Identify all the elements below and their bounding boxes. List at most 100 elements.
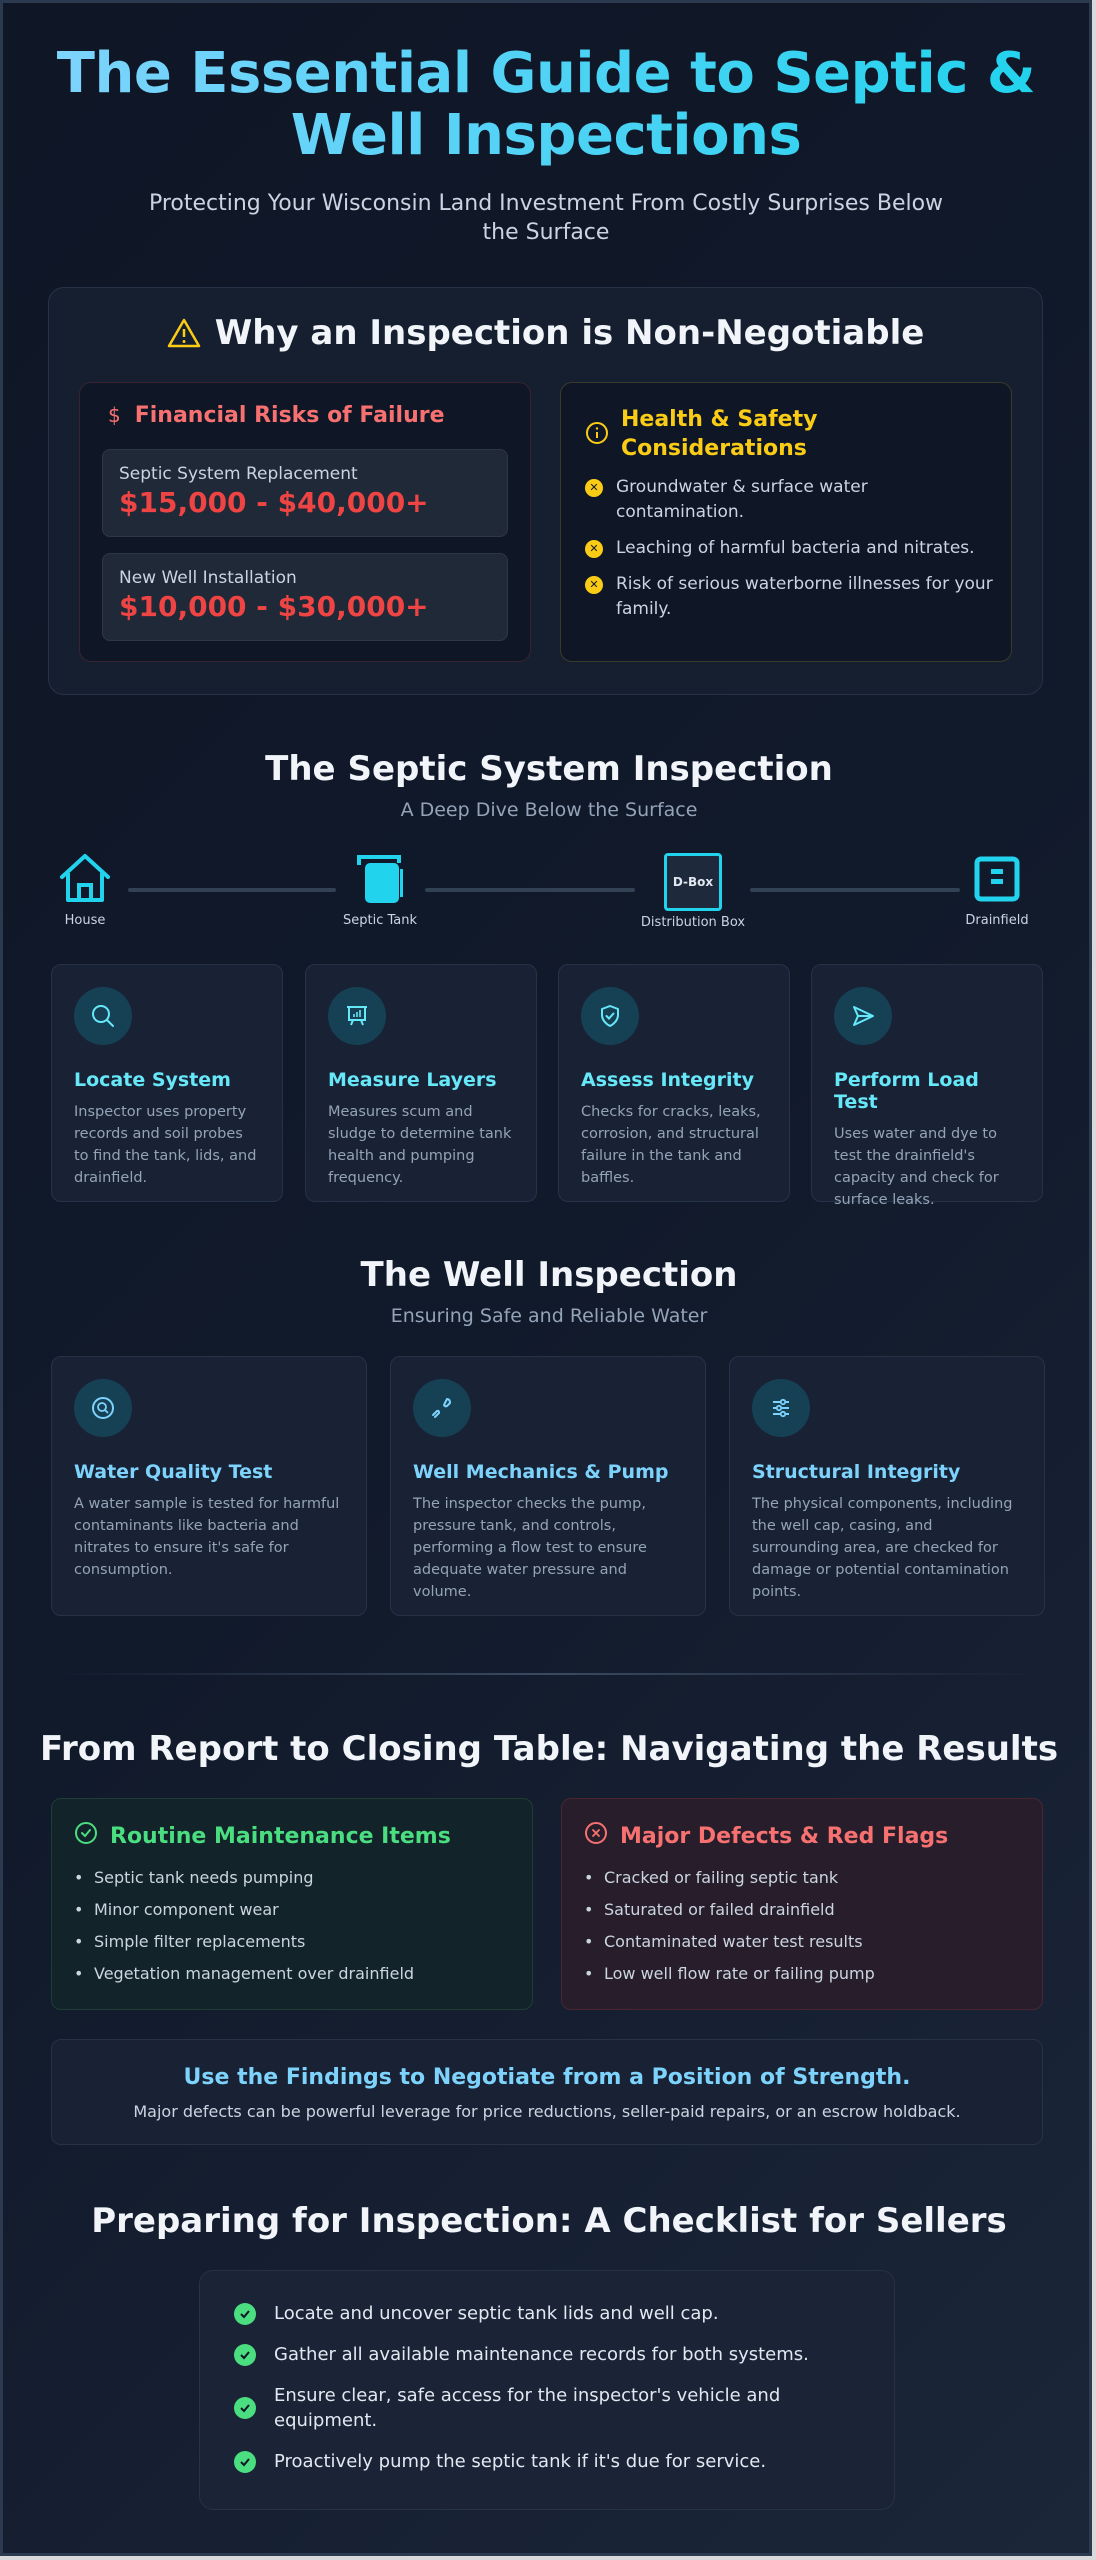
routine-items-list: Septic tank needs pumping Minor componen… xyxy=(74,1867,510,1985)
septic-step-card: Measure Layers Measures scum and sludge … xyxy=(305,964,537,1202)
flow-node-label: Septic Tank xyxy=(342,913,417,928)
step-title: Perform Load Test xyxy=(834,1069,979,1113)
step-description: Uses water and dye to test the drainfiel… xyxy=(834,1126,999,1208)
list-item: Contaminated water test results xyxy=(584,1931,1020,1953)
health-safety-title: Health & Safety Considerations xyxy=(621,407,818,461)
why-title: Why an Inspection is Non-Negotiable xyxy=(214,313,925,353)
distribution-box-icon: D-Box xyxy=(664,853,722,911)
cost-label: Septic System Replacement xyxy=(119,464,358,484)
checklist-item: Ensure clear, safe access for the inspec… xyxy=(234,2383,860,2433)
results-section-title: From Report to Closing Table: Navigating… xyxy=(39,1729,1059,1769)
card-title: Well Mechanics & Pump xyxy=(413,1461,669,1483)
step-title: Locate System xyxy=(74,1069,231,1091)
x-badge-icon: ✕ xyxy=(585,576,603,594)
list-item: Minor component wear xyxy=(74,1899,510,1921)
check-circle-icon xyxy=(74,1821,110,1851)
health-risk-list: ✕Groundwater & surface water contaminati… xyxy=(585,475,995,633)
check-badge-icon xyxy=(234,2397,256,2419)
checklist-item: Gather all available maintenance records… xyxy=(234,2342,860,2367)
page-title: The Essential Guide to Septic & Well Ins… xyxy=(56,41,1036,168)
septic-step-card: Perform Load Test Uses water and dye to … xyxy=(811,964,1043,1208)
health-safety-card: Health & Safety Considerations ✕Groundwa… xyxy=(560,382,1012,662)
card-title: Structural Integrity xyxy=(752,1461,961,1483)
step-description: Checks for cracks, leaks, corrosion, and… xyxy=(581,1104,761,1186)
checklist: Locate and uncover septic tank lids and … xyxy=(234,2301,860,2474)
check-badge-icon xyxy=(234,2302,256,2325)
check-badge-icon xyxy=(234,2450,256,2473)
dollar-icon: $ xyxy=(108,403,121,427)
list-item: Septic tank needs pumping xyxy=(74,1867,510,1889)
septic-tank-icon xyxy=(353,855,407,909)
drainfield-icon xyxy=(973,856,1021,909)
checklist-section-title: Preparing for Inspection: A Checklist fo… xyxy=(91,2201,1007,2241)
flow-connector xyxy=(750,888,960,892)
cost-new-well: New Well Installation $10,000 - $30,000+ xyxy=(102,553,508,641)
septic-section-title: The Septic System Inspection xyxy=(265,749,833,789)
well-inspection-card: Well Mechanics & Pump The inspector chec… xyxy=(390,1356,706,1616)
why-heading: Why an Inspection is Non-Negotiable xyxy=(49,313,1042,357)
card-title: Water Quality Test xyxy=(74,1461,273,1483)
major-defects-list: Cracked or failing septic tank Saturated… xyxy=(584,1867,1020,1985)
list-item: Simple filter replacements xyxy=(74,1931,510,1953)
section-divider xyxy=(53,1673,1043,1675)
send-icon xyxy=(834,987,892,1045)
negotiation-title: Use the Findings to Negotiate from a Pos… xyxy=(183,2065,911,2090)
negotiation-callout: Use the Findings to Negotiate from a Pos… xyxy=(51,2039,1043,2145)
step-title: Measure Layers xyxy=(328,1069,497,1091)
cost-label: New Well Installation xyxy=(119,568,297,588)
list-item: ✕Leaching of harmful bacteria and nitrat… xyxy=(585,536,995,561)
hero-header: The Essential Guide to Septic & Well Ins… xyxy=(3,3,1089,247)
flow-node-drainfield: Drainfield xyxy=(963,853,1031,928)
major-defects-card: Major Defects & Red Flags Cracked or fai… xyxy=(561,1798,1043,2010)
card-description: The physical components, including the w… xyxy=(752,1496,1013,1600)
seller-checklist-card: Locate and uncover septic tank lids and … xyxy=(199,2270,895,2510)
info-circle-icon xyxy=(585,421,609,449)
cost-value: $15,000 - $40,000+ xyxy=(119,486,429,519)
x-badge-icon: ✕ xyxy=(585,540,603,558)
flow-node-label: House xyxy=(64,913,106,928)
x-badge-icon: ✕ xyxy=(585,479,603,497)
septic-flow-diagram: House Septic Tank D-Box Distribution Box… xyxy=(60,853,1033,933)
major-defects-heading: Major Defects & Red Flags xyxy=(584,1821,1020,1851)
negotiation-text: Major defects can be powerful leverage f… xyxy=(133,2102,961,2121)
list-item: Saturated or failed drainfield xyxy=(584,1899,1020,1921)
list-item: Low well flow rate or failing pump xyxy=(584,1963,1020,1985)
search-icon xyxy=(74,987,132,1045)
septic-step-card: Assess Integrity Checks for cracks, leak… xyxy=(558,964,790,1202)
well-inspection-card: Structural Integrity The physical compon… xyxy=(729,1356,1045,1616)
routine-maintenance-heading: Routine Maintenance Items xyxy=(74,1821,510,1851)
list-item: ✕Risk of serious waterborne illnesses fo… xyxy=(585,572,995,622)
step-title: Assess Integrity xyxy=(581,1069,754,1091)
flow-node-distribution-box: D-Box Distribution Box xyxy=(635,853,751,930)
well-section-subtitle: Ensuring Safe and Reliable Water xyxy=(390,1305,708,1327)
financial-risks-title: $Financial Risks of Failure xyxy=(108,403,445,428)
septic-section-subtitle: A Deep Dive Below the Surface xyxy=(400,799,698,821)
well-section-title: The Well Inspection xyxy=(360,1255,738,1295)
house-icon xyxy=(58,854,112,909)
why-inspection-section: Why an Inspection is Non-Negotiable $Fin… xyxy=(48,287,1043,695)
check-badge-icon xyxy=(234,2343,256,2366)
flow-node-septic-tank: Septic Tank xyxy=(338,853,422,928)
pipe-wrench-icon xyxy=(413,1379,471,1437)
card-description: The inspector checks the pump, pressure … xyxy=(413,1496,647,1600)
sliders-icon xyxy=(752,1379,810,1437)
page-subtitle: Protecting Your Wisconsin Land Investmen… xyxy=(148,191,944,245)
routine-maintenance-card: Routine Maintenance Items Septic tank ne… xyxy=(51,1798,533,2010)
warning-triangle-icon xyxy=(167,317,201,357)
list-item: ✕Groundwater & surface water contaminati… xyxy=(585,475,995,525)
x-circle-icon xyxy=(584,1821,620,1851)
list-item: Cracked or failing septic tank xyxy=(584,1867,1020,1889)
septic-step-card: Locate System Inspector uses property re… xyxy=(51,964,283,1202)
checklist-item: Locate and uncover septic tank lids and … xyxy=(234,2301,860,2326)
flow-node-label: Distribution Box xyxy=(640,915,746,930)
flow-node-house: House xyxy=(55,853,115,928)
financial-risks-card: $Financial Risks of Failure Septic Syste… xyxy=(79,382,531,662)
list-item: Vegetation management over drainfield xyxy=(74,1963,510,1985)
step-description: Inspector uses property records and soil… xyxy=(74,1104,257,1186)
well-inspection-card: Water Quality Test A water sample is tes… xyxy=(51,1356,367,1616)
flow-node-label: Drainfield xyxy=(965,913,1029,928)
step-description: Measures scum and sludge to determine ta… xyxy=(328,1104,512,1186)
shield-check-icon xyxy=(581,987,639,1045)
card-description: A water sample is tested for harmful con… xyxy=(74,1496,340,1578)
